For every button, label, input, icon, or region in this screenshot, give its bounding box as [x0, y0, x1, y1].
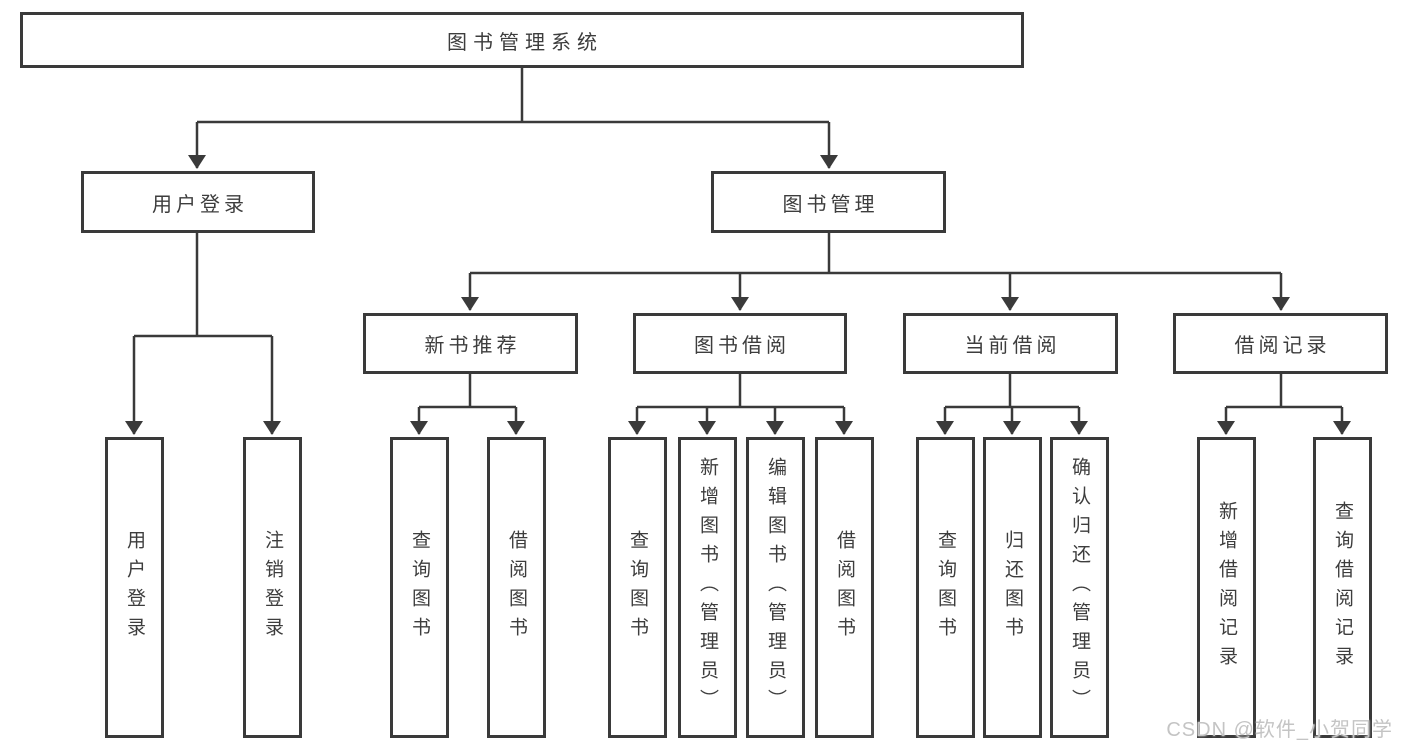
- node-library-management-system: 图书管理系统: [20, 12, 1024, 68]
- node-current-borrowing: 当前借阅: [903, 313, 1118, 374]
- leaf-user-login: 用户登录: [105, 437, 164, 738]
- leaf-query-books-borrow: 查询图书: [608, 437, 667, 738]
- leaf-confirm-return-admin: 确认归还（管理员）: [1050, 437, 1109, 738]
- leaf-return-book: 归还图书: [983, 437, 1042, 738]
- node-new-book-recommend: 新书推荐: [363, 313, 578, 374]
- leaf-add-borrow-record: 新增借阅记录: [1197, 437, 1256, 738]
- leaf-query-books-current: 查询图书: [916, 437, 975, 738]
- node-book-management: 图书管理: [711, 171, 946, 233]
- leaf-edit-book-admin: 编辑图书（管理员）: [746, 437, 805, 738]
- leaf-query-books-recommend: 查询图书: [390, 437, 449, 738]
- leaf-add-book-admin: 新增图书（管理员）: [678, 437, 737, 738]
- node-book-borrowing: 图书借阅: [633, 313, 847, 374]
- node-user-login: 用户登录: [81, 171, 315, 233]
- node-borrowing-records: 借阅记录: [1173, 313, 1388, 374]
- leaf-borrow-books-recommend: 借阅图书: [487, 437, 546, 738]
- leaf-logout: 注销登录: [243, 437, 302, 738]
- csdn-watermark: CSDN @软件_小贺同学: [1166, 719, 1393, 741]
- leaf-query-borrow-record: 查询借阅记录: [1313, 437, 1372, 738]
- leaf-borrow-books: 借阅图书: [815, 437, 874, 738]
